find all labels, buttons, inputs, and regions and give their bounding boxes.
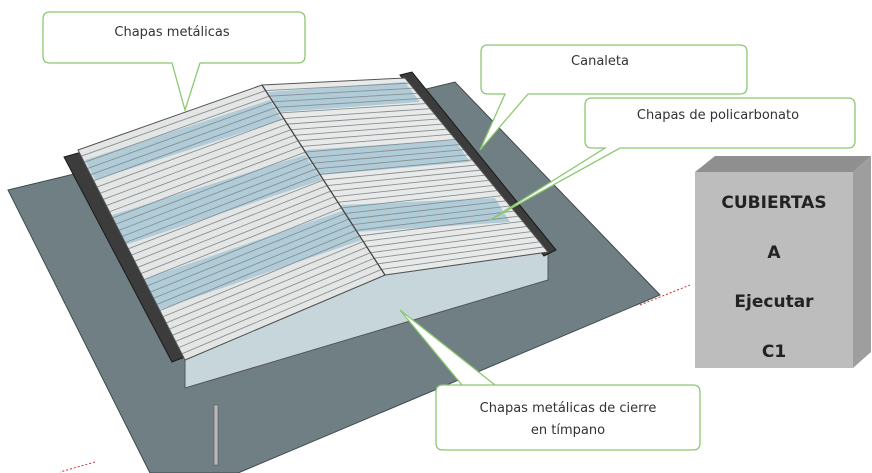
callout-cierre-line2: en tímpano [531,423,605,438]
title-box-side [853,156,871,368]
callout-canaleta-text: Canaleta [571,54,629,69]
roof-rib [308,144,460,159]
roof-rib [169,246,368,330]
roof-rib [147,207,342,287]
roof-rib [153,218,349,299]
roof-rib [381,246,544,270]
axis-line-red [639,284,691,306]
roof-rib [377,241,540,265]
roof-rib [287,113,435,125]
title-box-front [695,172,853,368]
roof-rib [269,87,414,97]
callout-policarbonato-text: Chapas de policarbonato [637,108,799,123]
polycarbonate-band-left-1 [85,100,282,180]
roof-rib [134,185,328,262]
polycarbonate-band-left-3 [142,210,362,310]
roof-right-ribs [265,82,544,270]
title-box-top [695,156,871,172]
roof-rib [150,213,346,293]
callout-canaleta: Canaleta [479,44,748,151]
roof-rib [294,123,443,136]
roof-rib [265,82,410,92]
roof-rib [341,190,498,209]
callout-chapas-metalicas: Chapas metálicas [42,11,306,113]
roof-rib [90,106,277,176]
roof-rib [345,195,502,214]
callout-chapas-metalicas-text: Chapas metálicas [114,25,229,40]
roof-rib [276,98,422,108]
roof-rib [352,205,511,226]
roof-rib [334,179,490,198]
roof-rib [337,185,494,203]
roof-rib [348,200,506,220]
roof-rib [103,129,292,200]
roof-rib [109,140,299,213]
roof-rib [162,235,360,318]
roof-rib [115,151,306,225]
callout-policarbonato: Chapas de policarbonato [489,97,856,221]
roof-rib [118,157,310,231]
roof-rib [374,236,536,259]
roof-rib [131,179,324,256]
roof-rib [172,252,371,336]
roof-rib [112,146,302,219]
title-box-line4: C1 [762,342,786,362]
roof-rib [159,229,357,312]
roof-rib [301,133,452,147]
roof-rib [99,123,288,194]
roof-rib [181,268,382,355]
roof-rib [87,101,274,169]
roof-rib [312,149,464,164]
roof-rib [305,138,456,153]
callout-cierre-timpano: Chapas metálicas de cierre en tímpano [399,309,701,451]
roof-rib [156,224,353,305]
roof-rib [283,108,431,119]
support-post [213,404,219,466]
roof-rib [323,164,477,181]
roof-rib [330,174,485,192]
axis-line-red-left [59,461,96,473]
roof-rib [316,154,469,170]
roof-rib [363,220,523,242]
title-box-line3: Ejecutar [734,292,814,312]
polycarbonate-band-right-3 [340,198,510,232]
roof-rib [137,190,331,268]
roof-right-metal [262,78,548,275]
roof-rib [121,162,313,237]
roof-rib [272,92,418,103]
roof-rib [356,210,515,231]
roof-rib [370,231,532,254]
polycarbonate-band-right-1 [268,82,420,112]
roof-rib [290,118,439,131]
title-box: CUBIERTAS A Ejecutar C1 [695,156,871,368]
roof-rib [165,241,364,324]
roof-rib [175,257,375,342]
roof-rib [140,196,335,274]
callout-cierre-line1: Chapas metálicas de cierre [480,401,657,416]
title-box-line1: CUBIERTAS [721,193,826,213]
roof-left-ribs [80,90,382,355]
roof-rib [128,173,321,250]
roof-rib [96,118,284,188]
roof-rib [327,169,481,187]
roof-rib [93,112,281,182]
roof-rib [178,263,378,349]
roof-rib [125,168,317,244]
roof-rib [366,225,528,248]
roof-ridge [261,84,386,276]
roof-rib [80,90,266,157]
roof-rib [84,95,270,163]
title-box-line2: A [767,243,781,263]
roof-rib [143,201,339,281]
roof-rib [319,159,473,175]
roof-rib [106,134,295,207]
roof-rib [298,128,448,142]
roof-rib [280,103,427,114]
